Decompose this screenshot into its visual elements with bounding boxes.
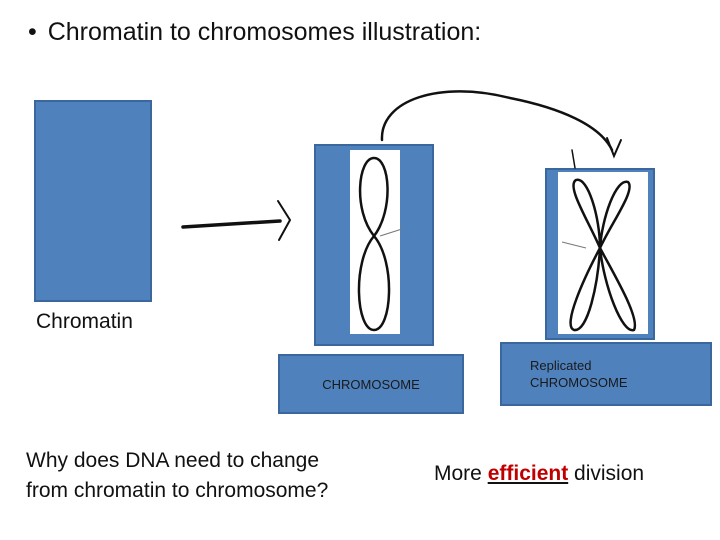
question-line2: from chromatin to chromosome? [26,479,329,502]
replicated-chromosome-label: Replicated CHROMOSOME [500,342,712,406]
answer-emphasis: efficient [487,462,569,485]
chromosome-shape [357,156,403,332]
question-text: Why does DNA need to change from chromat… [26,446,328,506]
arrow-chromosome-to-replicated [380,90,622,169]
chromosome-label: CHROMOSOME [322,376,420,392]
answer-after: division [568,462,645,485]
question-line1: Why does DNA need to change [26,449,320,472]
title-text: Chromatin to chromosomes illustration: [47,18,482,46]
chromosome-panel [350,150,400,334]
chromosome-label-box [278,354,464,414]
slide-title: • Chromatin to chromosomes illustration: [28,18,481,47]
replicated-label-line2: CHROMOSOME [530,375,628,390]
replicated-label-line1: Replicated [530,358,592,373]
chromatin-box [34,100,152,302]
answer-before: More [434,462,488,485]
title-bullet: • [28,18,37,46]
arrow-chromatin-to-chromosome [181,200,292,241]
chromatin-label: Chromatin [36,310,133,333]
replicated-label-box [500,342,712,406]
replicated-chromosome-shape [561,178,637,332]
answer-text: More efficient division [434,462,644,486]
